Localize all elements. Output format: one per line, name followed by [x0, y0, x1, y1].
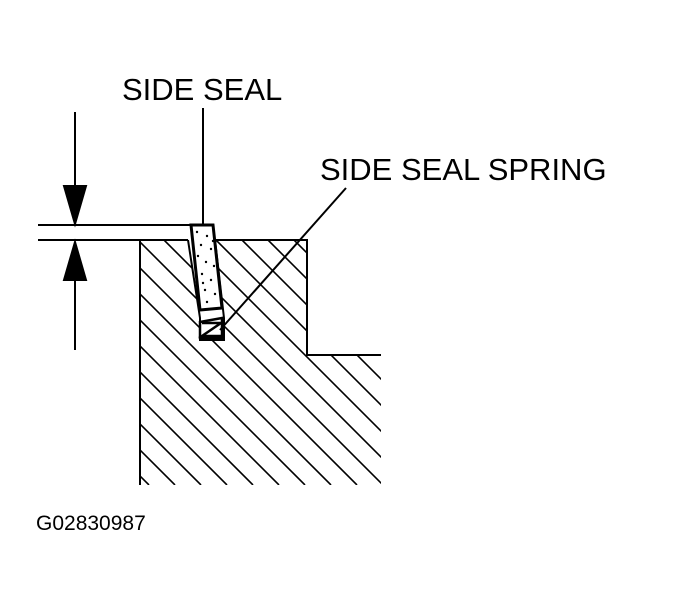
hatch-line	[215, 240, 381, 485]
arrow-up-icon	[62, 238, 88, 281]
seal-dot	[199, 243, 203, 247]
hatch-line	[293, 240, 381, 485]
seal-dot	[200, 272, 204, 276]
figure-code: G02830987	[36, 512, 146, 535]
hatch-line	[140, 240, 358, 485]
hatch-line	[267, 240, 381, 485]
surface-lines	[38, 224, 191, 241]
hatch-line	[140, 240, 306, 485]
seal-dot	[205, 234, 209, 238]
hatch-line	[140, 240, 254, 485]
seal-dot	[209, 278, 213, 282]
seal-dot	[212, 264, 216, 268]
seal-dot	[211, 239, 215, 243]
hatch-line	[189, 240, 381, 485]
seal-dot	[195, 230, 199, 234]
hatch-line	[140, 240, 381, 485]
body-outline-right	[215, 239, 381, 356]
hatch-line	[140, 240, 280, 485]
seal-dot	[196, 254, 200, 258]
side-seal	[189, 223, 224, 312]
spring-zigzag	[197, 321, 226, 338]
hatch-line	[241, 240, 381, 485]
seal-dot	[204, 260, 208, 264]
seal-dot	[213, 292, 217, 296]
protrusion-dimension	[62, 112, 88, 350]
side-seal-label: SIDE SEAL	[122, 72, 282, 107]
seal-dot	[203, 288, 207, 292]
hatch-line	[140, 240, 202, 485]
hatch-line	[140, 240, 228, 485]
side-seal-spring-label: SIDE SEAL SPRING	[320, 152, 607, 187]
side-seal-spring-leader	[219, 187, 347, 331]
seal-dot	[205, 300, 209, 304]
hatch-line	[140, 240, 332, 485]
side-seal-spring	[197, 316, 226, 340]
side-seal-body	[189, 223, 224, 312]
seal-dot	[201, 281, 205, 285]
seal-dot	[209, 247, 213, 251]
arrow-down-icon	[62, 185, 88, 228]
